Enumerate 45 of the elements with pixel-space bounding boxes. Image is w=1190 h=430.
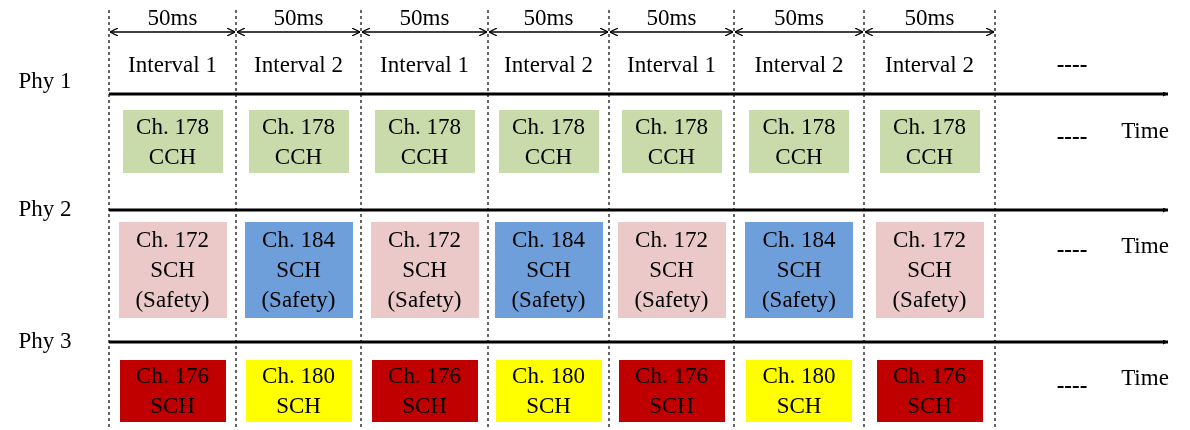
channel-box: Ch. 184 SCH (Safety) bbox=[244, 222, 353, 318]
duration-label: 50ms bbox=[904, 5, 955, 29]
duration-label: 50ms bbox=[646, 5, 697, 29]
channel-box: Ch. 172 SCH (Safety) bbox=[118, 222, 227, 318]
ellipsis: ---- bbox=[1056, 373, 1088, 397]
phy-label: Phy 2 bbox=[18, 196, 72, 220]
phy-label: Phy 1 bbox=[18, 68, 72, 92]
interval-label: Interval 2 bbox=[885, 52, 974, 76]
channel-box: Ch. 178 CCH bbox=[374, 110, 475, 173]
duration-label: 50ms bbox=[273, 5, 324, 29]
channel-box: Ch. 172 SCH (Safety) bbox=[875, 222, 984, 318]
duration-label: 50ms bbox=[147, 5, 198, 29]
axis-label: Time bbox=[1121, 365, 1169, 389]
channel-box: Ch. 178 CCH bbox=[879, 110, 980, 173]
interval-label: Interval 2 bbox=[254, 52, 343, 76]
channel-box: Ch. 176 SCH bbox=[119, 360, 226, 422]
duration-label: 50ms bbox=[774, 5, 824, 29]
channel-box: Ch. 178 CCH bbox=[122, 110, 223, 173]
axis-label: Time bbox=[1121, 118, 1169, 142]
axis-label: Time bbox=[1121, 233, 1169, 257]
channel-box: Ch. 178 CCH bbox=[248, 110, 349, 173]
interval-label: Interval 1 bbox=[380, 52, 469, 76]
interval-label: Interval 1 bbox=[627, 52, 716, 76]
channel-box: Ch. 176 SCH bbox=[371, 360, 478, 422]
channel-box: Ch. 180 SCH bbox=[495, 360, 602, 422]
channel-box: Ch. 176 SCH bbox=[876, 360, 983, 422]
interval-label: Interval 2 bbox=[754, 52, 844, 76]
channel-box: Ch. 180 SCH bbox=[245, 360, 352, 422]
channel-box: Ch. 178 CCH bbox=[621, 110, 722, 173]
channel-box: Ch. 180 SCH bbox=[746, 360, 852, 422]
channel-box: Ch. 172 SCH (Safety) bbox=[617, 222, 726, 318]
interval-label: Interval 1 bbox=[128, 52, 217, 76]
channel-box: Ch. 178 CCH bbox=[498, 110, 599, 173]
channel-box: Ch. 172 SCH (Safety) bbox=[370, 222, 479, 318]
interval-label: Interval 2 bbox=[504, 52, 593, 76]
channel-box: Ch. 178 CCH bbox=[749, 110, 849, 173]
channel-box: Ch. 184 SCH (Safety) bbox=[745, 222, 853, 318]
ellipsis: ---- bbox=[1056, 237, 1088, 261]
ellipsis: ---- bbox=[1056, 52, 1088, 76]
channel-box: Ch. 176 SCH bbox=[618, 360, 725, 422]
ellipsis: ---- bbox=[1056, 124, 1088, 148]
channel-box: Ch. 184 SCH (Safety) bbox=[494, 222, 603, 318]
duration-label: 50ms bbox=[523, 5, 574, 29]
duration-label: 50ms bbox=[399, 5, 450, 29]
phy-label: Phy 3 bbox=[18, 328, 72, 352]
